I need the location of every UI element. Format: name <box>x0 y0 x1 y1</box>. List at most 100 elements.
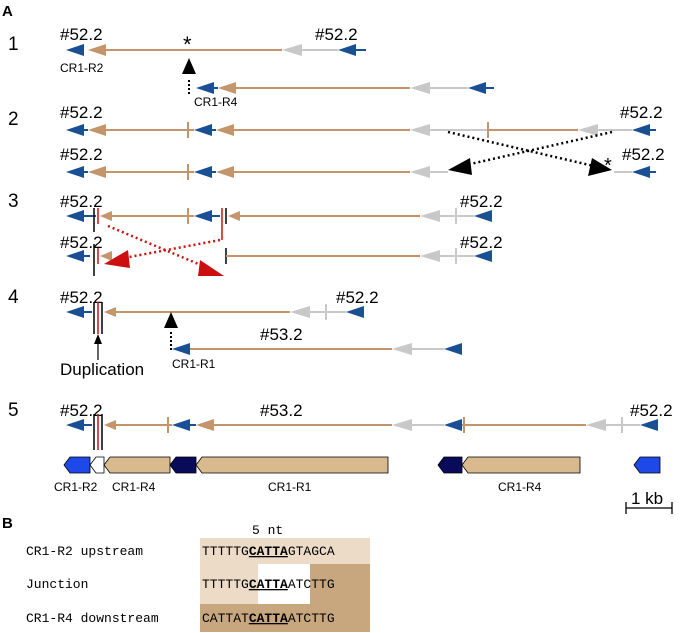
clone-label: #52.2 <box>336 288 379 307</box>
seq-row-label: CR1-R2 upstream <box>26 544 143 559</box>
arrowhead <box>588 158 612 176</box>
blue-element <box>66 419 84 431</box>
insertion-arrow <box>182 58 196 74</box>
recombination-arrow <box>447 130 599 169</box>
clone-label: #52.2 <box>630 401 673 420</box>
blue-element <box>172 343 190 355</box>
clone-label: #52.2 <box>60 192 103 211</box>
clone-label: #52.2 <box>620 103 663 122</box>
cr1-r2-element <box>66 44 84 56</box>
gray-element <box>282 44 302 56</box>
blue-element <box>172 419 190 431</box>
gray-element <box>410 166 430 178</box>
clone-label: #52.2 <box>60 401 103 420</box>
cr1-r1-block <box>195 456 389 474</box>
gray-element <box>392 343 412 355</box>
seq-shade <box>258 538 310 564</box>
cr1-r4-block <box>103 456 171 474</box>
row-number-3: 3 <box>8 191 19 212</box>
clone-label: #53.2 <box>260 325 303 344</box>
panel-a-label: A <box>2 3 13 20</box>
cr1-element <box>196 419 214 431</box>
gray-element <box>586 419 606 431</box>
blue-element <box>632 124 650 136</box>
gray-element <box>392 419 412 431</box>
blue-element <box>66 210 84 222</box>
clone-label: #52.2 <box>622 145 665 164</box>
cr1-element <box>218 82 236 94</box>
blue-element <box>444 419 462 431</box>
seq-shade <box>310 564 370 604</box>
clone-label: #52.2 <box>60 288 103 307</box>
row-number-1: 1 <box>8 34 19 55</box>
row-3: #52.2 #52.2 #52.2 #52.2 <box>60 192 503 276</box>
gray-element <box>410 82 430 94</box>
row-2: #52.2 #52.2 #52.2 #52.2 <box>60 103 665 180</box>
clone-label: #53.2 <box>260 401 303 420</box>
row-5: #52.2 #53.2 #52.2 CR1-R2 CR1-R4 <box>54 401 673 514</box>
cr1-element <box>104 307 116 317</box>
insertion-arrow <box>164 312 178 328</box>
blue-element <box>66 166 84 178</box>
arrowhead <box>448 158 472 175</box>
cr1-r2-block <box>63 456 91 474</box>
blue-element <box>194 124 212 136</box>
row-4: #52.2 #52.2 Duplication CR1-R1 #53.2 <box>60 288 462 379</box>
cr1-element <box>100 251 112 261</box>
blue-element <box>338 44 356 56</box>
navy-block <box>169 456 197 474</box>
red-recombination-arrow <box>123 238 221 260</box>
seq-shade <box>200 604 370 632</box>
blue-element <box>468 82 486 94</box>
clone-label: #52.2 <box>315 25 358 44</box>
cr1-element <box>100 211 112 221</box>
row-1: #52.2 #52.2 CR1-R2 * CR1-R4 <box>60 25 494 109</box>
cr1-element <box>88 124 106 136</box>
label-cr1-r2: CR1-R2 <box>60 61 104 75</box>
blue-element <box>632 166 650 178</box>
panel-b-label: B <box>2 515 13 532</box>
cr1-element <box>216 166 234 178</box>
scale-label: 1 kb <box>631 489 663 508</box>
blue-element <box>444 343 462 355</box>
nt-label: 5 nt <box>252 523 283 538</box>
blue-element <box>194 210 212 222</box>
seq-shade-white <box>258 568 310 600</box>
label-cr1-r4: CR1-R4 <box>498 480 542 494</box>
seq-row-sequence: TTTTTGCATTAATCTTG <box>202 577 335 592</box>
cr1-r2-block <box>633 456 661 474</box>
gray-element <box>420 250 440 262</box>
label-cr1-r4: CR1-R4 <box>112 480 156 494</box>
cr1-element <box>228 211 240 221</box>
blue-element <box>66 124 84 136</box>
navy-block <box>437 456 463 474</box>
red-arrowhead <box>104 250 130 268</box>
cr1-r4-block <box>461 456 581 474</box>
blue-element <box>474 210 492 222</box>
clone-label: #52.2 <box>60 233 103 252</box>
seq-row-label: Junction <box>26 577 88 592</box>
cr1-element <box>88 166 106 178</box>
row-number-2: 2 <box>8 109 19 130</box>
gray-element <box>290 306 310 318</box>
blue-element <box>346 306 364 318</box>
cr1-element <box>104 420 116 430</box>
duplication-arrowhead <box>94 334 102 344</box>
clone-label: #52.2 <box>460 233 503 252</box>
blue-element <box>640 419 658 431</box>
junction-star: * <box>183 32 192 57</box>
seq-row-sequence: TTTTTGCATTAGTAGCA <box>202 544 335 559</box>
gap-block <box>89 456 105 474</box>
label-cr1-r4: CR1-R4 <box>194 95 238 109</box>
junction-star: * <box>604 155 612 177</box>
blue-element <box>194 166 212 178</box>
label-cr1-r1: CR1-R1 <box>172 357 216 371</box>
gray-element <box>420 210 440 222</box>
blue-element <box>66 306 84 318</box>
clone-label: #52.2 <box>60 103 103 122</box>
row-number-4: 4 <box>8 287 19 308</box>
seq-shade <box>200 538 258 564</box>
row-number-5: 5 <box>8 400 19 421</box>
